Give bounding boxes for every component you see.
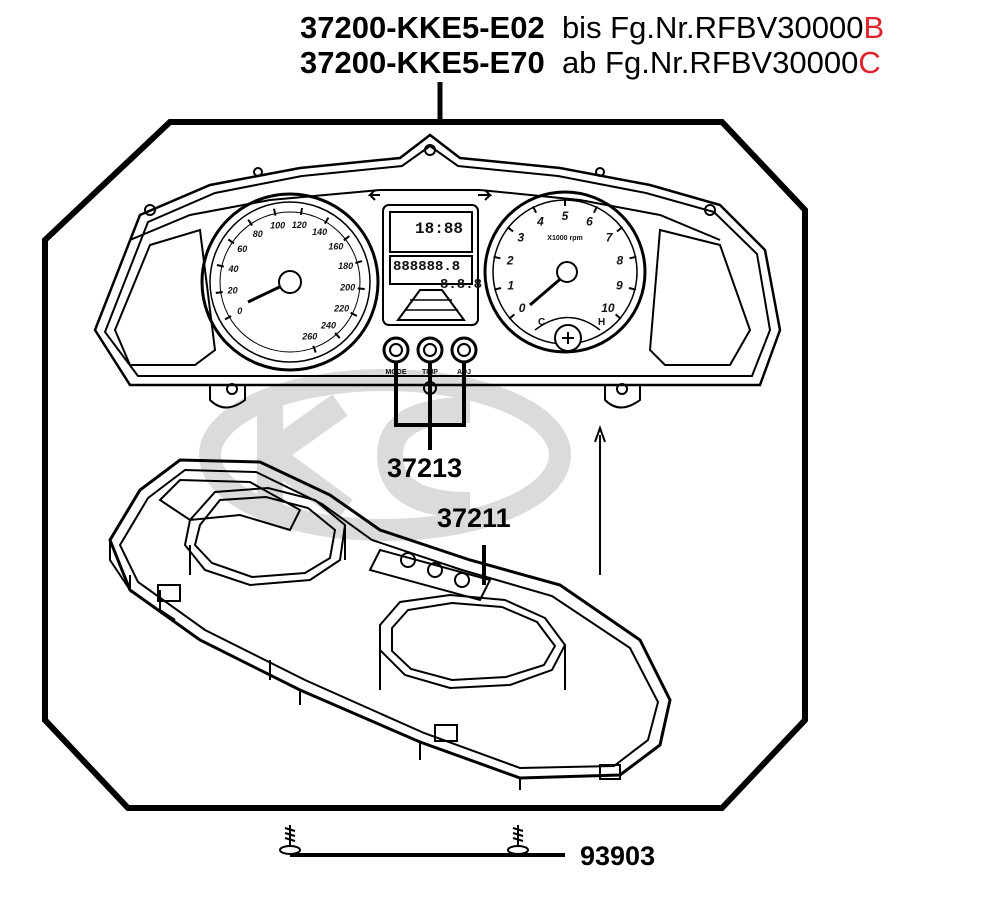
speedometer-tick-mark-11 [350, 311, 358, 317]
speedometer-tick-9: 180 [338, 261, 353, 271]
tachometer-tick-mark-6 [593, 205, 598, 214]
temp-hot-label: H [598, 317, 605, 328]
tachometer-tick-mark-0 [508, 313, 516, 320]
speedometer-tick-0: 0 [237, 306, 242, 316]
speedometer-tick-mark-1 [215, 291, 223, 294]
speedometer-tick-2: 40 [227, 264, 238, 274]
speedometer-tick-1: 20 [227, 286, 238, 296]
cluster-buttons: MODE TRIP ADJ [382, 336, 478, 376]
part-number-e70: 37200-KKE5-E70 [300, 45, 545, 80]
speedometer-tick-mark-12 [334, 332, 341, 339]
housing-37211 [108, 458, 672, 790]
tachometer-tick-mark-8 [629, 255, 637, 260]
tachometer-tick-mark-3 [506, 226, 514, 233]
tachometer-tick-mark-10 [614, 313, 622, 320]
speedometer-tick-mark-7 [323, 217, 330, 225]
tachometer-tick-8: 8 [616, 253, 623, 267]
callout-37211: 37211 [437, 503, 511, 533]
speedometer-tick-12: 240 [320, 320, 336, 330]
assembly-arrow [594, 425, 606, 575]
tachometer-tick-9: 9 [616, 279, 623, 293]
tachometer-tick-mark-9 [628, 287, 637, 291]
part-number-line-2: 37200-KKE5-E70 ab Fg.Nr.RFBV30000C [300, 47, 881, 78]
trip-button [416, 336, 444, 364]
tachometer-tick-mark-2 [493, 255, 501, 260]
speedometer-tick-mark-10 [357, 287, 365, 290]
temp-cold-label: C [538, 317, 545, 328]
lcd-odometer: 888888.8 [393, 259, 460, 275]
tachometer-tick-mark-7 [616, 226, 624, 233]
serial-suffix-2: C [858, 45, 881, 80]
screws [279, 825, 565, 857]
tachometer-tick-5: 5 [562, 209, 569, 223]
tachometer-tick-6: 6 [586, 215, 593, 229]
serial-suffix-1: B [863, 10, 885, 45]
speedometer-tick-13: 260 [301, 332, 317, 342]
speedometer-tick-mark-9 [355, 260, 363, 265]
tachometer-tick-marks: 01 234 5 678 910 [493, 199, 637, 320]
mode-button [382, 336, 410, 364]
adj-button [450, 336, 478, 364]
tachometer-tick-4: 4 [536, 215, 544, 229]
part-number-line-1: 37200-KKE5-E02 bis Fg.Nr.RFBV30000B [300, 12, 884, 43]
speedometer-tick-7: 140 [312, 227, 327, 237]
tachometer-tick-2: 2 [506, 253, 514, 267]
tachometer-tick-1: 1 [507, 279, 514, 293]
speedometer-tick-3: 60 [237, 244, 247, 254]
lcd-trip: 8.8.8 [440, 277, 482, 293]
speedometer-tick-4: 80 [253, 229, 263, 239]
tachometer-tick-3: 3 [518, 231, 525, 245]
speedometer-tick-mark-6 [299, 207, 303, 216]
tachometer-needle [529, 273, 566, 307]
tachometer-tick-0: 0 [519, 301, 526, 315]
tachometer-tick-10: 10 [601, 301, 615, 315]
speedometer-tick-5: 100 [270, 220, 285, 230]
tachometer-unit: X1000 rpm [547, 235, 582, 242]
speedometer-tick-mark-3 [227, 238, 235, 245]
speedometer-tick-mark-4 [247, 219, 253, 227]
speedometer-tick-mark-5 [273, 208, 277, 216]
instrument-cluster [93, 133, 782, 409]
speedometer-tick-8: 160 [328, 242, 343, 252]
watermark-logo [199, 369, 571, 541]
frame-octagon [42, 119, 808, 811]
part-number-e02: 37200-KKE5-E02 [300, 10, 545, 45]
tachometer-hub [556, 261, 578, 283]
screw-left [279, 825, 301, 855]
screw-right [507, 825, 529, 855]
temp-gauge-arc [534, 316, 601, 331]
tachometer: 01 234 5 678 910 [483, 190, 647, 354]
speedometer-hub [278, 270, 302, 294]
lcd-clock: 18:88 [415, 220, 463, 238]
speedometer-tick-mark-0 [224, 315, 232, 321]
tachometer-tick-mark-1 [493, 287, 502, 291]
serial-range-1: bis Fg.Nr.RFBV30000 [561, 10, 864, 45]
callout-93903: 93903 [580, 841, 656, 871]
speedometer-tick-mark-2 [216, 264, 225, 268]
callout-37213: 37213 [387, 453, 463, 483]
speedometer-tick-6: 120 [292, 220, 307, 230]
speedometer-tick-11: 220 [333, 303, 349, 313]
speedometer-tick-mark-13 [312, 345, 317, 353]
tachometer-tick-mark-4 [532, 205, 537, 214]
serial-range-2: ab Fg.Nr.RFBV30000 [561, 45, 859, 80]
speedometer-tick-10: 200 [339, 282, 355, 292]
button-callout-bracket [394, 362, 466, 450]
speedometer-tick-mark-8 [343, 235, 350, 242]
tachometer-tick-7: 7 [606, 231, 614, 245]
